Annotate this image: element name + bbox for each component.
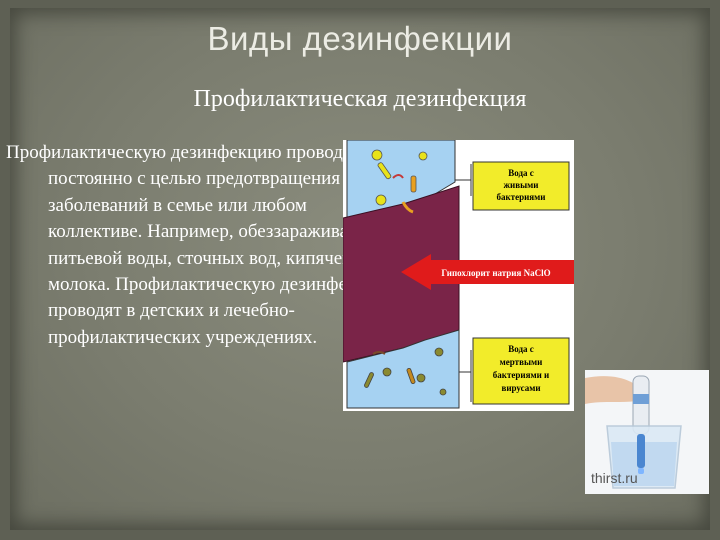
slide-subtitle: Профилактическая дезинфекция	[193, 86, 527, 112]
bacterium-dead-spiral	[372, 351, 386, 355]
slide-title: Виды дезинфекции	[207, 20, 513, 57]
bacterium-spiral	[392, 174, 404, 179]
water-column-bottom	[346, 329, 460, 409]
water-disinfection-photo: thirst.ru	[585, 370, 709, 494]
label-dead-line: мертвыми	[500, 357, 543, 367]
bacterium-rod	[377, 162, 392, 180]
photo-watermark: thirst.ru	[591, 470, 638, 486]
bacterium-cocci	[418, 151, 428, 161]
water-disinfection-diagram: Вода с живыми бактериями Гипохлорит натр…	[342, 139, 574, 411]
dead-bacteria	[364, 347, 447, 396]
reagent-label: Гипохлорит натрия NaClO	[441, 268, 550, 278]
label-box-dead	[472, 337, 570, 405]
bacterium-dead-cocci	[434, 347, 444, 357]
photo-illustration	[585, 370, 709, 494]
bacterium-dead-rod	[364, 372, 374, 388]
reagent-arrow	[401, 254, 574, 290]
label-living-line: живыми	[504, 180, 539, 190]
uv-pen-light	[638, 468, 644, 474]
label-living-line: бактериями	[497, 192, 546, 202]
bacterium-dead-cocci	[382, 367, 392, 377]
slide-body-text: Профилактическую дезинфекцию проводят по…	[6, 142, 391, 348]
bacterium-rod	[410, 175, 417, 193]
label-box-living	[472, 161, 570, 211]
bacterium-curved	[401, 201, 414, 214]
uv-pen-tip	[637, 434, 645, 468]
label-living-line: Вода с	[508, 168, 534, 178]
label-dead-line: Вода с	[508, 344, 534, 354]
bacterium-dead-rod	[406, 367, 416, 385]
living-bacteria	[371, 149, 428, 214]
bacterium-cocci	[371, 149, 383, 161]
bacterium-dead-cocci	[439, 388, 447, 396]
label-dead-line: вирусами	[501, 383, 540, 393]
diagram-svg: Вода с живыми бактериями Гипохлорит натр…	[342, 139, 574, 409]
hand-shape	[585, 376, 641, 404]
bacterium-dead-cocci	[416, 373, 426, 383]
label-dead-line: бактериями и	[493, 370, 549, 380]
bacterium-cocci	[375, 194, 387, 206]
uv-pen-band	[633, 394, 649, 404]
